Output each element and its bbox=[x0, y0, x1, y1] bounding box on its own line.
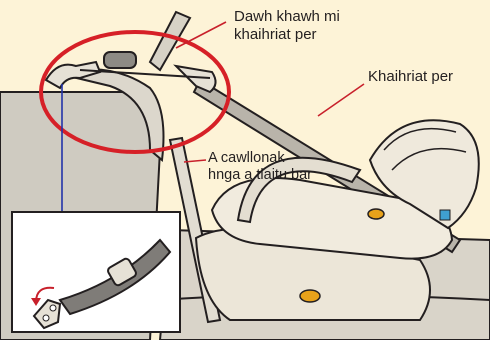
tether-strap-label-line2: khaihriat per bbox=[234, 26, 340, 44]
inset-hook-hole-1 bbox=[43, 315, 49, 321]
shell-buckle bbox=[368, 209, 384, 219]
anchor-label-line2: hnga a tlaitu bar bbox=[208, 167, 312, 184]
inset-hook-hole-2 bbox=[50, 305, 56, 311]
base-buckle bbox=[300, 290, 320, 302]
pointer-tether-belt bbox=[318, 84, 364, 116]
tether-strap-label-line1: Dawh khawh mi bbox=[234, 8, 340, 26]
tether-adjuster bbox=[104, 52, 136, 68]
shell-clip bbox=[440, 210, 450, 220]
anchor-label-line1: A cawllonak bbox=[208, 150, 312, 167]
tether-strap-label: Dawh khawh mi khaihriat per bbox=[234, 8, 340, 44]
tether-belt-label: Khaihriat per bbox=[368, 68, 453, 86]
tether-hook-left bbox=[46, 62, 100, 88]
anchor-label: A cawllonak hnga a tlaitu bar bbox=[208, 150, 312, 184]
